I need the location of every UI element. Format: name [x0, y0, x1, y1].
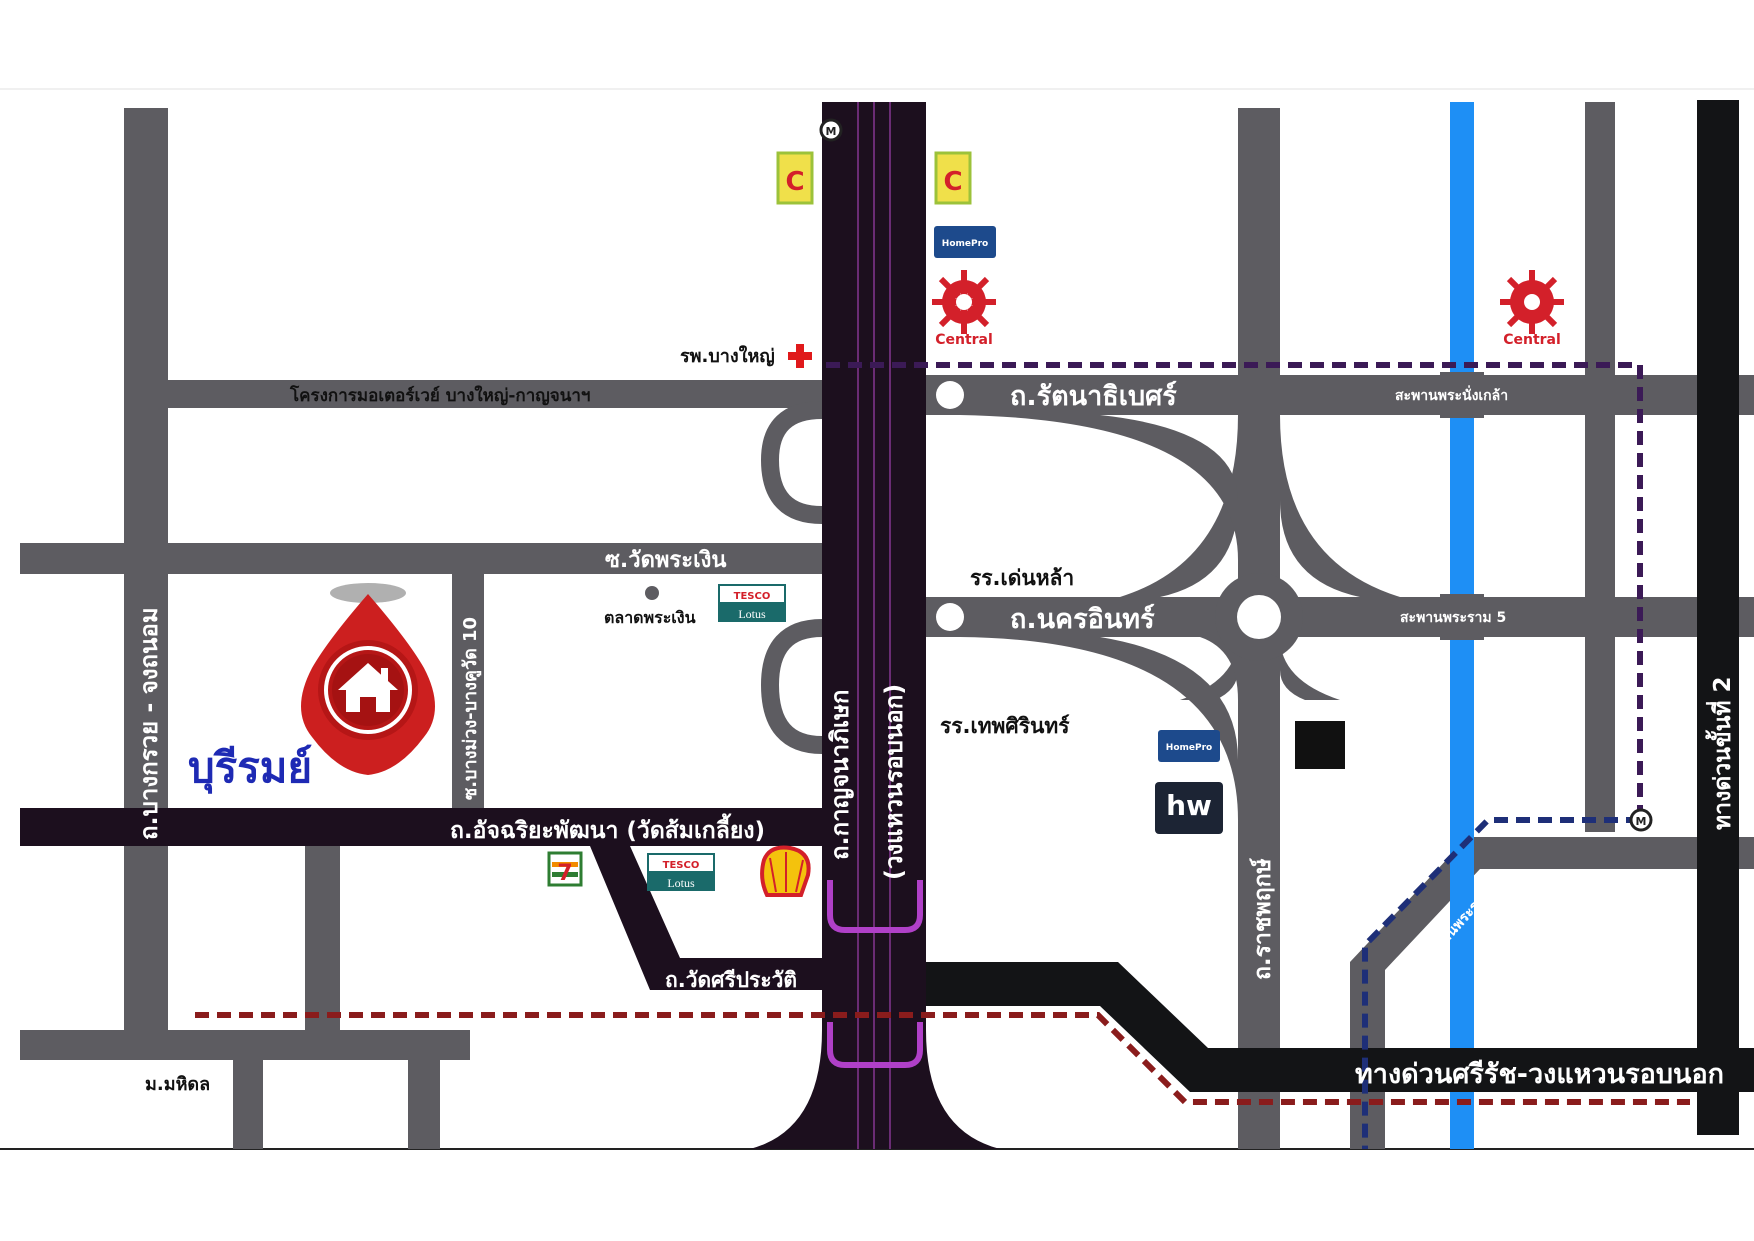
bigc-logo-icon: C: [776, 151, 814, 205]
label-soi-bang-muang: ซ.บางม่วง-บางคูวัด 10: [460, 617, 482, 800]
shell-logo-icon: [760, 845, 811, 897]
svg-text:Central: Central: [935, 332, 993, 348]
store-logo-icon: [1295, 721, 1345, 769]
hospital-cross-icon: [788, 344, 812, 368]
purple-line: [826, 362, 1643, 820]
svg-text:TESCO: TESCO: [663, 860, 700, 871]
metro-station-letter: M: [826, 125, 837, 138]
label-atcharia: ถ.อัจฉริยะพัฒนา (วัดส้มเกลี้ยง): [450, 813, 765, 844]
label-hospital: รพ.บางใหญ่: [680, 345, 775, 367]
svg-text:HomePro: HomePro: [942, 239, 988, 249]
svg-text:7: 7: [557, 861, 572, 886]
label-motorway: โครงการมอเตอร์เวย์ บางใหญ่-กาญจนาฯ: [289, 385, 590, 406]
road-tunnel-markers: [827, 880, 923, 1068]
metro-station-letter: M: [1636, 815, 1647, 828]
tesco-lotus-logo-icon: TESCO Lotus: [718, 584, 786, 622]
label-school-thepsirin: รร.เทพศิรินทร์: [940, 714, 1070, 738]
label-rattanathibet: ถ.รัตนาธิเบศร์: [1010, 380, 1177, 412]
label-project-name: บุรีรมย์: [188, 743, 312, 794]
label-ratchaphruek: ถ.ราชพฤกษ์: [1249, 858, 1276, 980]
rail-lines: [195, 362, 1690, 1149]
atcharia-road: [20, 808, 822, 990]
blue-line: [1362, 817, 1640, 1149]
bigc-logo-icon: C: [934, 151, 972, 205]
label-school-denla: รร.เด่นหล้า: [970, 566, 1074, 590]
central-logo-icon: Central: [932, 270, 996, 348]
central-logo-icon: Central: [1500, 270, 1564, 348]
svg-text:C: C: [785, 167, 804, 197]
label-mahidol: ม.มหิดล: [145, 1074, 210, 1095]
metro-station-icon: [819, 118, 843, 142]
hw-logo-icon: hw: [1155, 782, 1223, 834]
label-soi-wat-phra-ngoen: ซ.วัดพระเงิน: [605, 548, 726, 573]
homepro-logo-icon: HomePro: [934, 226, 996, 258]
bridges: [1440, 372, 1484, 640]
label-nakhon-in: ถ.นครอินทร์: [1010, 603, 1155, 635]
expressway-stage-2: [1697, 100, 1739, 1135]
label-wat-si-prawat: ถ.วัดศรีประวัติ: [665, 968, 797, 992]
tesco-lotus-logo-icon: TESCO Lotus: [647, 853, 715, 891]
seven-eleven-logo-icon: 7: [547, 851, 583, 887]
svg-text:Central: Central: [1503, 332, 1561, 348]
kanchanaphisek-road: [750, 102, 1000, 1149]
svg-text:hw: hw: [1166, 789, 1212, 822]
label-expressway2: ทางด่วนขั้นที่ 2: [1705, 677, 1736, 831]
svg-text:Lotus: Lotus: [738, 607, 766, 621]
svg-text:C: C: [943, 167, 962, 197]
label-bridge-nonthaburi: สะพานพระนั่งเกล้า: [1395, 385, 1508, 404]
road-network: [20, 102, 1754, 1149]
svg-text:Lotus: Lotus: [667, 876, 695, 890]
project-location-pin-icon: [301, 583, 435, 775]
label-kanchanaphisek-outer-ring: (วงแหวนรอบนอก): [880, 684, 908, 880]
label-bang-kruai: ถ.บางกรวย - จงถนอม: [135, 607, 163, 840]
metro-station-icons: M M: [819, 118, 1653, 832]
label-market: ตลาดพระเงิน: [604, 608, 696, 627]
roundabout: [1215, 573, 1303, 661]
si-rat-expressway: [926, 962, 1754, 1092]
metro-station-icon: [1629, 808, 1653, 832]
label-kanchanaphisek: ถ.กาญจนาภิเษก: [826, 690, 854, 860]
label-bridge-rama5: สะพานพระราม 5: [1400, 610, 1506, 626]
label-si-rat-expressway: ทางด่วนศรีรัช-วงแหวนรอบนอก: [1355, 1059, 1724, 1090]
map-labels: โครงการมอเตอร์เวย์ บางใหญ่-กาญจนาฯ รพ.บา…: [135, 345, 1736, 1095]
svg-text:HomePro: HomePro: [1166, 743, 1212, 753]
red-line: [195, 1012, 1690, 1105]
homepro-logo-icon: HomePro: [1158, 730, 1220, 762]
market-dot-icon: [645, 586, 659, 600]
svg-text:TESCO: TESCO: [734, 591, 771, 602]
